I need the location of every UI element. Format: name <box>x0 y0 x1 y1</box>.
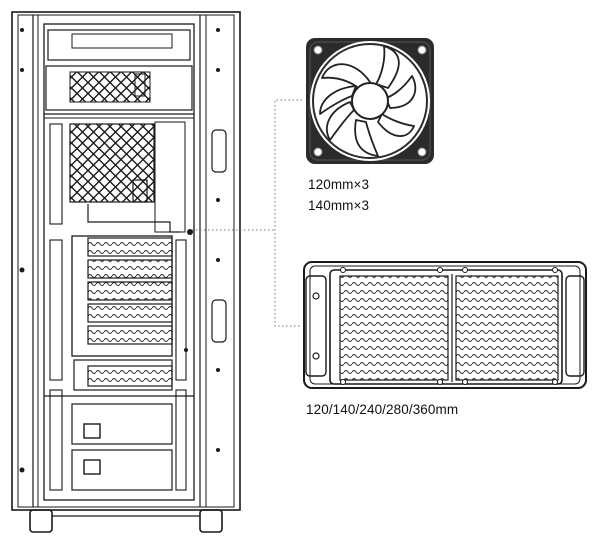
pc-case-icon <box>11 11 241 533</box>
radiator-sizes: 120/140/240/280/360mm <box>306 402 459 417</box>
fan-size-120: 120mm×3 <box>308 177 370 192</box>
callout-lines <box>192 99 302 327</box>
case-fan-icon <box>306 38 434 164</box>
radiator-icon <box>303 261 587 389</box>
fan-size-140: 140mm×3 <box>308 198 370 213</box>
case-screws <box>19 28 220 473</box>
